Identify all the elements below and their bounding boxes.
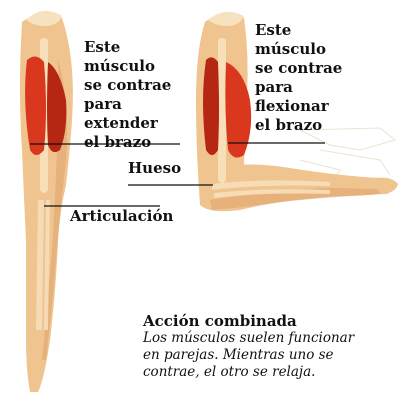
- extend-label-line: extender: [84, 114, 194, 133]
- extend-label-line: se contrae: [84, 76, 194, 95]
- extend-label-line: Este músculo: [84, 38, 194, 76]
- joint-label: Articulación: [70, 207, 173, 226]
- caption: Acción combinada Los músculos suelen fun…: [143, 312, 393, 381]
- flex-label-line: se contrae: [255, 59, 375, 78]
- flex-label-line: músculo: [255, 40, 375, 59]
- right-triceps-muscle: [203, 57, 219, 155]
- caption-line: en parejas. Mientras uno se: [143, 347, 393, 364]
- caption-line: contrae, el otro se relaja.: [143, 364, 393, 381]
- caption-text: Los músculos suelen funcionar en parejas…: [143, 330, 393, 381]
- flex-label-line: flexionar: [255, 97, 375, 116]
- caption-line: Los músculos suelen funcionar: [143, 330, 393, 347]
- extend-label-line: para: [84, 95, 194, 114]
- flex-label-line: para: [255, 78, 375, 97]
- bone-label: Hueso: [128, 159, 181, 178]
- extend-label-line: el brazo: [84, 133, 194, 152]
- left-arm: [20, 11, 73, 392]
- flex-label-line: el brazo: [255, 116, 375, 135]
- extend-muscle-label: Este músculo se contrae para extender el…: [84, 38, 194, 152]
- caption-title: Acción combinada: [143, 312, 393, 330]
- flex-muscle-label: Este músculo se contrae para flexionar e…: [255, 21, 375, 135]
- flex-label-line: Este: [255, 21, 375, 40]
- right-humerus: [218, 38, 226, 183]
